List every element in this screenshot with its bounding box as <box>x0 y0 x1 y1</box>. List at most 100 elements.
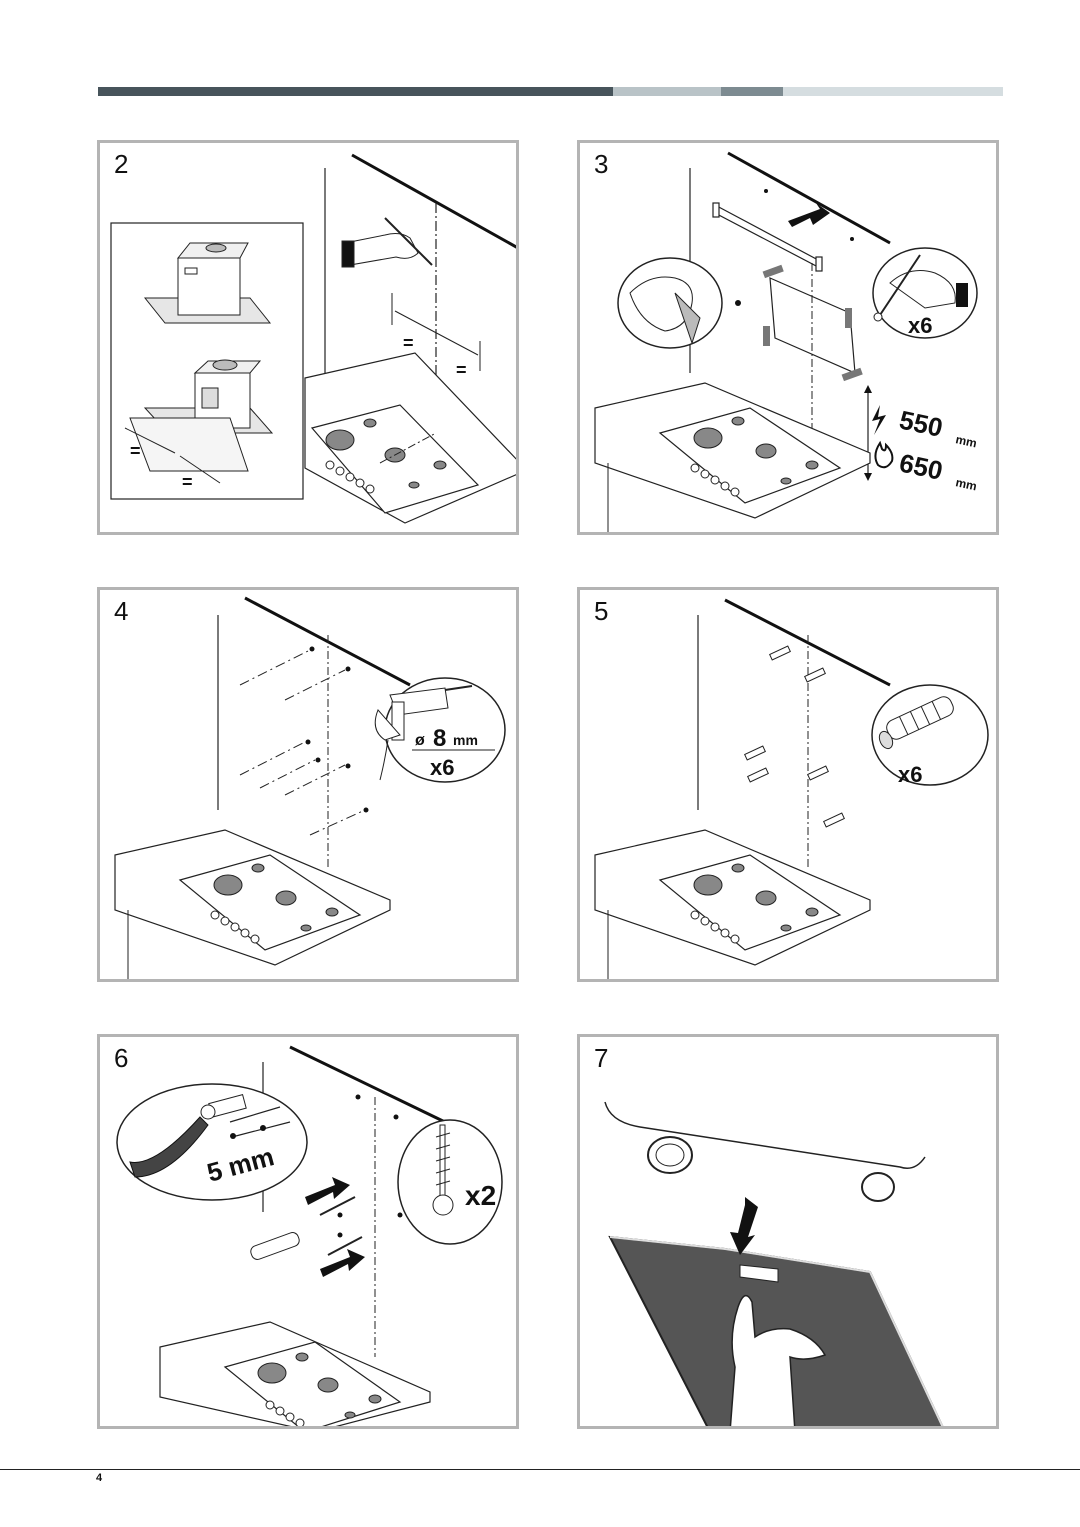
screw-bubble <box>397 1119 503 1245</box>
header-bar-segment-1 <box>98 87 613 96</box>
arrow-down-icon <box>730 1197 758 1255</box>
burner-small <box>731 863 745 873</box>
burner-large <box>693 427 723 449</box>
step-2-illustration: = = = = <box>110 153 516 524</box>
control-knobs <box>210 910 260 944</box>
quantity-label: x2 <box>465 1180 496 1211</box>
header-bar-segment-2 <box>613 87 721 96</box>
drilling-template <box>769 277 856 374</box>
control-knobs <box>325 460 375 494</box>
smoothing-hand-bubble <box>617 257 741 349</box>
step-4-illustration: ø 8 mm x6 <box>114 596 506 979</box>
burner-large <box>257 1362 287 1384</box>
burner-small <box>805 907 819 917</box>
burner-small <box>295 1352 309 1362</box>
screwdriver-handle <box>250 1232 300 1260</box>
quantity-label: x6 <box>430 755 454 780</box>
control-knobs <box>690 463 740 497</box>
diameter-symbol: ø <box>415 732 425 749</box>
tape <box>841 367 863 382</box>
burner-small <box>780 924 792 932</box>
gas-height-value: 650 <box>897 448 946 486</box>
step-number: 3 <box>594 149 609 179</box>
equal-mark: = <box>456 360 467 380</box>
equal-mark: = <box>182 472 193 492</box>
burner-small <box>780 477 792 485</box>
step-7-panel: 7 <box>577 1034 999 1429</box>
grease-filter-clip <box>655 1143 685 1167</box>
step-6-panel: 6 5 mm x2 <box>97 1034 519 1429</box>
hand-pencil-icon <box>341 217 433 268</box>
hood-underside <box>604 1101 926 1169</box>
grease-filter-clip <box>861 1172 895 1202</box>
step-number: 6 <box>114 1043 129 1073</box>
burner-large <box>693 874 723 896</box>
screwdriver-bubble <box>116 1083 308 1201</box>
quantity-label: x6 <box>898 762 922 787</box>
burner-medium <box>275 890 297 906</box>
hood-top-view <box>143 242 272 324</box>
burner-small <box>408 481 420 489</box>
step-5-illustration: x6 <box>594 598 989 979</box>
hood-shelf <box>129 417 249 472</box>
page-number: 4 <box>96 1472 103 1484</box>
step-4-panel: 4 ø 8 mm x6 <box>97 587 519 982</box>
hand-icon <box>729 1294 827 1426</box>
burner-medium <box>317 1377 339 1393</box>
electric-height-value: 550 <box>897 405 946 443</box>
arrow-icon <box>320 1249 365 1277</box>
marking-pencil-bubble <box>872 247 978 339</box>
burner-small <box>433 460 447 470</box>
step-number: 7 <box>594 1043 609 1073</box>
wall-plugs <box>744 645 845 828</box>
drill-holes <box>305 646 369 813</box>
step-2-panel: 2 = = <box>97 140 519 535</box>
burner-small <box>344 1411 356 1419</box>
unit-label: mm <box>954 432 978 450</box>
burner-large <box>213 874 243 896</box>
step-3-illustration: x6 550 mm 650 mm <box>594 151 978 532</box>
step-5-panel: 5 x6 <box>577 587 999 982</box>
burner-medium <box>755 443 777 459</box>
ceiling-line <box>351 153 516 249</box>
burner-small <box>368 1394 382 1404</box>
gas-flame-icon <box>874 440 894 469</box>
filter-handle <box>739 1264 779 1283</box>
tape <box>763 326 770 346</box>
step-3-panel: 3 x6 <box>577 140 999 535</box>
ceiling-line <box>727 151 891 245</box>
hob-center-line <box>379 432 437 464</box>
width-measure-arrows <box>124 427 221 484</box>
screwdriver-icon <box>129 1116 209 1178</box>
burner-small <box>251 863 265 873</box>
footer-rule <box>0 1469 1080 1470</box>
burner-small <box>300 924 312 932</box>
arrow-icon <box>305 1177 350 1205</box>
control-knobs <box>690 910 740 944</box>
step-7-illustration <box>604 1101 944 1426</box>
burner-medium <box>755 890 777 906</box>
burner-large <box>325 429 355 451</box>
screw <box>319 1196 356 1216</box>
unit-label: mm <box>453 732 478 748</box>
arrow-icon <box>788 203 830 227</box>
step-number: 5 <box>594 596 609 626</box>
wall-bracket <box>712 202 823 272</box>
tape <box>845 308 852 328</box>
header-bar-segment-4 <box>783 87 1003 96</box>
center-measure-arrows <box>391 293 481 371</box>
step-6-illustration: 5 mm x2 <box>116 1045 503 1426</box>
header-color-bar <box>98 87 1003 96</box>
drill-size-value: 8 <box>433 725 446 752</box>
burner-small <box>805 460 819 470</box>
step-number: 4 <box>114 596 129 626</box>
electric-icon <box>872 405 886 435</box>
equal-mark: = <box>403 333 414 353</box>
equal-mark: = <box>130 441 141 461</box>
ceiling-line <box>289 1045 446 1124</box>
burner-small <box>325 907 339 917</box>
burner-small <box>363 418 377 428</box>
quantity-label: x6 <box>908 313 932 338</box>
screw <box>327 1236 363 1256</box>
burner-small <box>731 416 745 426</box>
